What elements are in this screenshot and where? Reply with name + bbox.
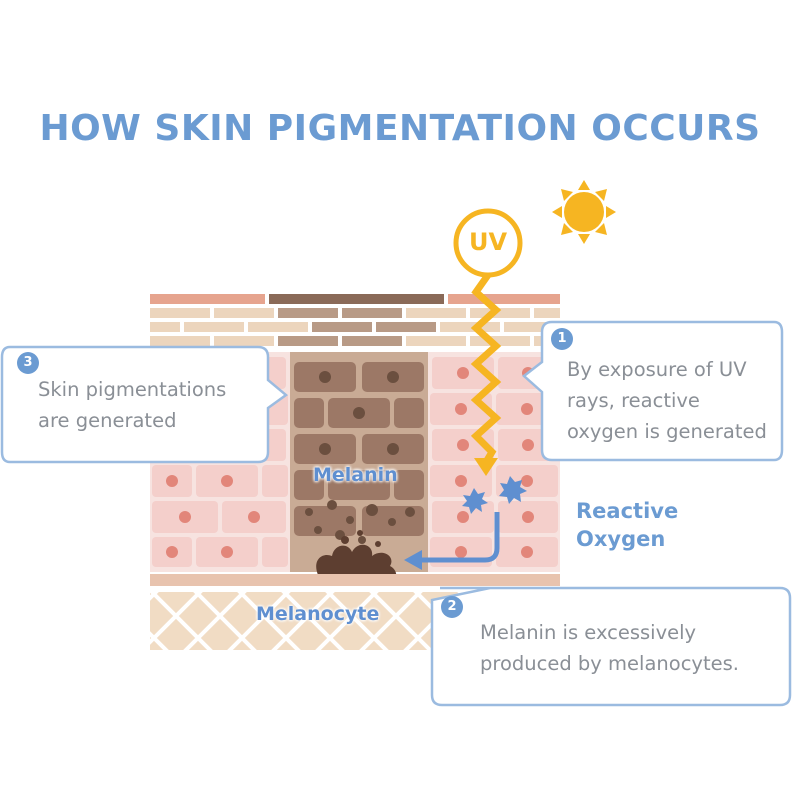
sun-icon — [552, 180, 616, 244]
reactive-oxygen-line-2: Oxygen — [576, 525, 678, 553]
reactive-oxygen-line-1: Reactive — [576, 497, 678, 525]
basement-membrane — [150, 574, 560, 586]
callout-2-line-1: Melanin is excessively — [480, 617, 739, 648]
callout-3-line-2: are generated — [38, 405, 226, 436]
step-2-badge: 2 — [441, 596, 463, 618]
melanin-label: Melanin — [313, 464, 398, 486]
callout-3-line-1: Skin pigmentations — [38, 374, 226, 405]
step-1-badge: 1 — [551, 328, 573, 350]
callout-1-line-2: rays, reactive — [567, 385, 767, 416]
uv-label: UV — [458, 228, 518, 256]
melanocyte-label: Melanocyte — [256, 603, 379, 625]
step-3-badge: 3 — [17, 352, 39, 374]
reactive-oxygen-label: Reactive Oxygen — [576, 497, 678, 553]
callout-1-text: By exposure of UV rays, reactive oxygen … — [567, 354, 767, 447]
callout-2-line-2: produced by melanocytes. — [480, 648, 739, 679]
callout-1-line-1: By exposure of UV — [567, 354, 767, 385]
callout-1-line-3: oxygen is generated — [567, 416, 767, 447]
callout-2-text: Melanin is excessively produced by melan… — [480, 617, 739, 679]
callout-3-text: Skin pigmentations are generated — [38, 374, 226, 436]
stratum-corneum — [150, 294, 560, 346]
melanin-column — [290, 352, 428, 572]
